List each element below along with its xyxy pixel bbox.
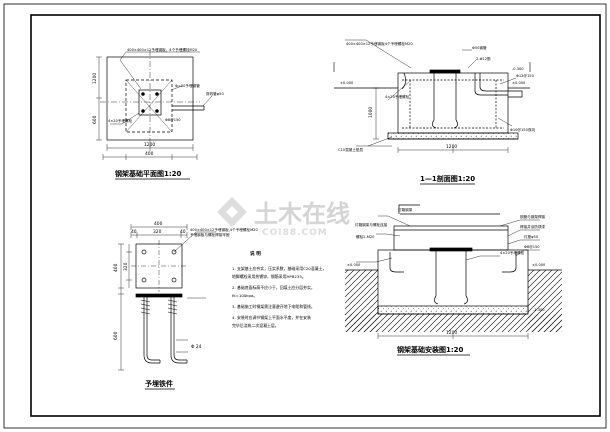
bolt-label-dia: Φ 24 [191,344,202,350]
sec-label-bed: C10混凝土垫层 [338,147,363,152]
bolt-label-mid: 予埋钢板与螺栓焊接牢固 [190,232,230,237]
inst-label-f: 4×20予埋螺栓 [500,250,525,255]
sec-level-0: ±0.000 [340,81,354,85]
plan-dim-h: 1200 [92,73,98,84]
install-pit-bed [377,305,529,315]
bolt-dim-v600: 600 [113,331,119,340]
notes-item: 完毕后浇筑二次混凝土层。 [232,323,279,328]
plan-label-pipe: Φ=50予埋钢管 [175,83,200,88]
plan-label-duct: 穿线管φ50 [206,91,224,96]
section-bed [387,132,519,140]
inst-label-a: 灯箱钢架与螺栓连接 [355,222,388,227]
install-pit [377,249,529,315]
notes-item: 地脚螺栓采用热镀锌，钢筋采用HPB235。 [232,274,306,279]
bolt-view [118,224,216,371]
sec-level-0-right: ±0.000 [512,81,526,85]
sec-label-r3: Φ10@150双向 [510,127,535,132]
inst-label-c: 钢管与钢架焊接 [520,214,546,219]
notes-item: 2. 基础底面标高不应小于，回填土应分层夯实， [232,285,315,290]
install-plate [429,247,473,252]
section-plate [429,69,461,74]
inst-level-0-right: ±0.000 [532,263,546,267]
bolt-dim-40a: 40 [131,229,137,235]
inst-label-e: 灯座φ50 [524,234,539,239]
watermark-sub: COI88.COM [262,228,328,238]
sec-level-m: -0.300 [512,67,524,71]
inst-label-b: 螺栓2-M20 [356,234,375,239]
watermark: 土木在线 COI88.COM [217,197,350,238]
bolt-dim-400: 400 [154,221,163,227]
bolt-dim-320: 320 [153,229,162,235]
bolt-texts: 400 40 320 40 400 320 600 400×400×12予埋钢板… [113,221,258,388]
sec-label-r1: Φ50钢管 [472,45,487,50]
notes-item: 3. 基础施工时钢架需注意避开地下电缆和管线， [232,304,315,309]
plan-label-bolt: 4×20予埋螺栓 [108,118,133,123]
plan-plate [138,89,162,116]
plan-title: 钢架基础平面图1:20 [115,169,182,178]
plan-dim-half: 600 [92,115,98,124]
sec-dim-w: 1200 [446,144,457,150]
plan-view [96,50,213,160]
section-view [333,39,531,153]
bolt-dim-v320: 320 [123,262,129,271]
plan-label-top: 400×400×12予埋钢板，4个予埋螺栓M20 [127,47,198,52]
sec-dim-d: 1000 [368,107,374,118]
plan-dim-w: 1200 [144,142,155,148]
section-title: 1—1剖面图1:20 [420,174,475,183]
bolt-dim-v400: 400 [113,263,119,272]
install-soil-bottom [345,314,562,332]
watermark-text: 土木在线 [254,200,350,228]
inner-border [30,14,601,417]
section-body [397,72,509,134]
inst-level-b: -1.300 [533,308,545,312]
notes-block: 说 明 1. 支架基土应夯实，压实系数，基础采用C20混凝土， 地脚螺栓采用热镀… [232,250,326,328]
bolt-thread-icon [140,299,178,315]
install-title: 钢架基础安装图1:20 [397,345,464,354]
inst-label-d: 焊接并涂防锈漆 [520,224,546,229]
bolt-title: 予埋铁件 [145,379,173,388]
plan-dim-c: 400 [145,151,154,157]
inst-label-frame: 灯箱钢架 [398,207,413,212]
plan-texts: 400×400×12予埋钢板，4个予埋螺栓M20 Φ=50予埋钢管 穿线管φ50… [92,47,224,178]
section-texts: 400×400×12予埋钢板4个予埋螺栓M20 4×20予埋螺栓 Φ50钢管 2… [338,41,535,183]
sec-label-mark: 2-Φ12筋 [476,56,491,61]
bolt-plate-edge [135,293,183,298]
install-texts: 灯箱钢架 灯箱钢架与螺栓连接 螺栓2-M20 钢管与钢架焊接 焊接并涂防锈漆 灯… [347,207,546,354]
outer-border [3,3,607,429]
plan-label-bar: Φ8@150 [165,118,181,122]
install-view [345,204,562,339]
watermark-logo-icon [217,197,247,227]
notes-heading: 说 明 [250,250,261,257]
sec-label-side: 4×20予埋螺栓 [385,94,410,99]
notes-item: 4. 安装时应调节钢架上平面水平度，并在安装 [232,315,311,320]
inst-level-0: ±0.000 [347,263,361,267]
bolt-label-top: 400×400×12予埋钢板,4个予埋螺栓M20 [190,227,258,232]
notes-item: 1. 支架基土应夯实，压实系数，基础采用C20混凝土， [232,266,326,271]
inst-dim-w: 1200 [446,330,457,336]
install-frame [393,225,509,251]
bolt-dim-40b: 40 [180,229,186,235]
notes-item: fk=100kpa。 [232,293,257,298]
sec-label-r2: Φ12@150 [516,74,535,78]
sec-label-top: 400×400×12予埋钢板4个予埋螺栓M20 [346,41,413,46]
inst-label-g: Φ8@150 [524,245,540,249]
